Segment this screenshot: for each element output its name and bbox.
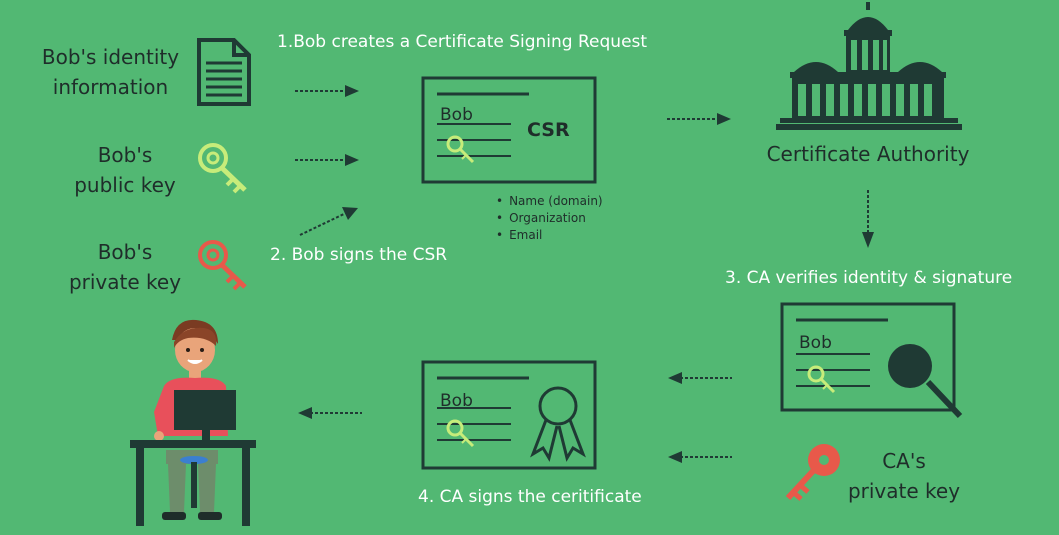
csr-card-title: CSR	[527, 119, 570, 141]
certificate-authority-label: Certificate Authority	[766, 142, 970, 166]
arrow-csr-to-ca	[667, 113, 731, 125]
csr-field-list: Name (domain) Organization Email	[496, 193, 603, 244]
private-key-icon	[198, 240, 247, 291]
verify-public-key-icon	[807, 365, 836, 394]
bob-public-key-label: Bob's public key	[74, 143, 176, 197]
certificate-card-name: Bob	[440, 391, 473, 411]
certificate-authority-building-icon	[776, 2, 962, 130]
step-4-label: 4. CA signs the ceritificate	[418, 487, 642, 507]
verify-card-name: Bob	[799, 333, 832, 353]
bob-at-computer-illustration	[130, 319, 256, 526]
certificate-card	[421, 360, 597, 470]
step-2-label: 2. Bob signs the CSR	[270, 245, 448, 265]
public-key-icon	[198, 143, 247, 194]
csr-card-name: Bob	[440, 105, 473, 125]
bob-private-key-label: Bob's private key	[68, 240, 182, 294]
arrow-public-key-to-csr	[295, 154, 359, 166]
csr-field-organization: Organization	[496, 210, 603, 227]
step-1-label: 1.Bob creates a Certificate Signing Requ…	[277, 32, 648, 52]
magnifier-icon	[888, 344, 963, 419]
arrow-private-key-to-csr	[299, 207, 358, 236]
csr-field-name: Name (domain)	[496, 193, 603, 210]
arrow-verify-to-cert	[668, 372, 732, 384]
verify-card	[780, 302, 963, 419]
arrow-ca-key-to-cert	[668, 451, 732, 463]
csr-public-key-icon	[446, 135, 475, 164]
cert-public-key-icon	[446, 419, 475, 448]
ca-private-key-icon	[785, 444, 840, 501]
bob-identity-label: Bob's identity information	[41, 45, 180, 99]
ca-private-key-label: CA's private key	[847, 449, 961, 503]
arrow-identity-to-csr	[295, 85, 359, 97]
step-3-label: 3. CA verifies identity & signature	[725, 268, 1013, 288]
csr-card	[421, 76, 597, 184]
seal-icon	[530, 386, 586, 462]
arrow-cert-to-bob	[298, 407, 362, 419]
arrow-ca-down	[862, 190, 874, 248]
document-icon	[197, 38, 251, 106]
csr-field-email: Email	[496, 227, 603, 244]
